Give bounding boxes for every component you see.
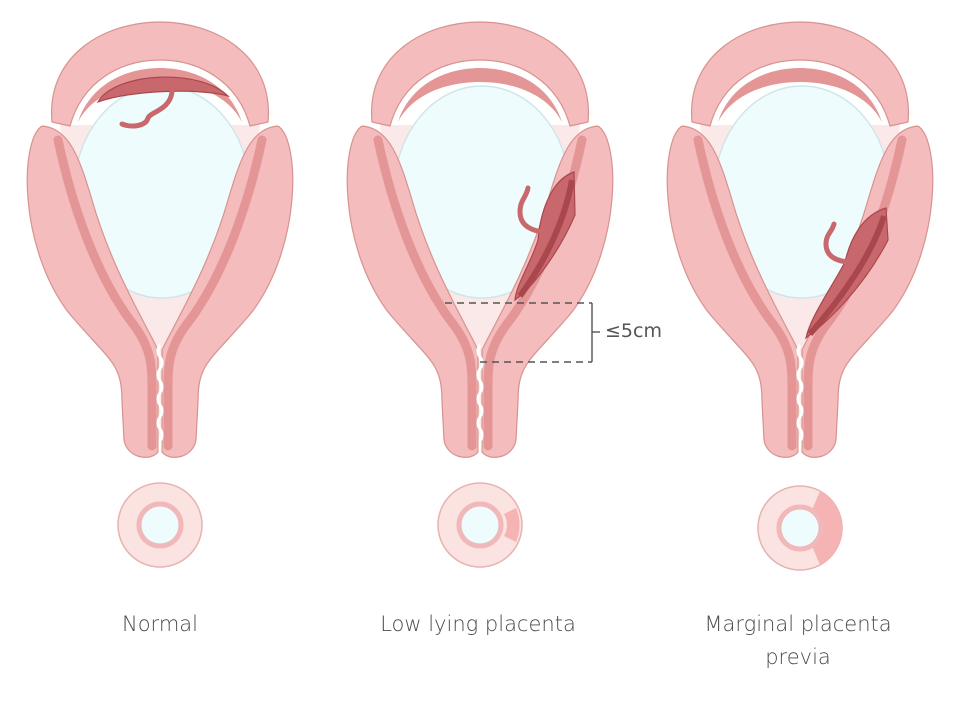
label-normal: Normal: [122, 612, 198, 636]
umbilical-cord: [119, 89, 175, 129]
umbilical-cord: [823, 221, 855, 265]
cervix-cross-section: [757, 485, 843, 571]
uterus-marginal-previa: [667, 22, 933, 571]
cervix-cross-section: [437, 482, 523, 568]
label-marginal-previa: Marginal placenta previa: [648, 608, 948, 674]
umbilical-cord: [517, 185, 545, 235]
cervix-cross-section: [117, 482, 203, 568]
placenta-marginal: [805, 207, 889, 340]
label-low-lying: Low lying placenta: [380, 612, 576, 636]
uterus-normal: [27, 22, 293, 568]
placenta-fundal: [96, 76, 231, 104]
label-line-2: previa: [765, 645, 831, 669]
uterus-low-lying: [347, 22, 613, 568]
label-line-1: Marginal placenta: [704, 612, 892, 636]
distance-bracket: [445, 302, 600, 363]
measurement-label: ≤5cm: [605, 320, 662, 342]
placenta-low-lying: [514, 171, 576, 302]
